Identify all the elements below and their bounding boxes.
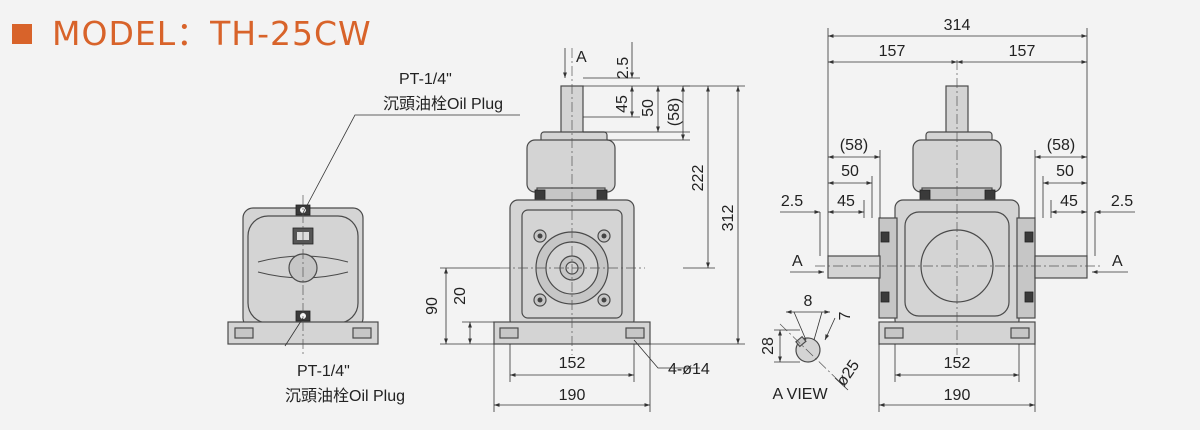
dim-right-left-2-5: 2.5 — [781, 193, 803, 210]
a-view-dim-8: 8 — [804, 293, 813, 310]
a-view-dim-25: ø25 — [833, 357, 863, 389]
front-bolt-l — [534, 189, 546, 201]
dim-holes: 4-ø14 — [668, 361, 710, 378]
left-foot-r — [352, 327, 372, 339]
right-left-shaft-dims — [780, 150, 881, 256]
front-motor-flange — [526, 139, 616, 193]
right-side-bolt-4 — [1024, 291, 1034, 303]
leader-top-plug — [302, 114, 520, 214]
a-view-label: A VIEW — [772, 386, 828, 403]
side-arrow-right-label: A — [1112, 253, 1123, 270]
right-side-bolt-3 — [1024, 231, 1034, 243]
right-width-dims — [878, 344, 1036, 412]
dim-height-222: 222 — [690, 165, 707, 192]
dim-right-right-2-5: 2.5 — [1111, 193, 1133, 210]
right-side-bolt-2 — [880, 291, 890, 303]
dim-right-right-50: 50 — [1056, 163, 1074, 180]
front-foot-l — [499, 327, 519, 339]
front-base-dims — [440, 267, 500, 345]
dim-front-152: 152 — [559, 355, 586, 372]
dim-right-left-50: 50 — [841, 163, 859, 180]
right-bolt-l — [919, 189, 931, 201]
dim-right-right-45: 45 — [1060, 193, 1078, 210]
right-right-shaft-dims — [1034, 150, 1135, 256]
dim-right-left-45: 45 — [837, 193, 855, 210]
dim-right-314: 314 — [944, 17, 971, 34]
dim-right-152: 152 — [944, 355, 971, 372]
front-view — [493, 48, 651, 355]
right-foot-l — [884, 327, 904, 339]
dim-right-190: 190 — [944, 387, 971, 404]
front-shaft-dims — [583, 42, 690, 141]
side-arrow-left-label: A — [792, 253, 803, 270]
front-bolt-r — [596, 189, 608, 201]
left-side-view — [227, 114, 520, 355]
title-separator: ： — [176, 14, 211, 53]
a-view-dim-28: 28 — [760, 337, 777, 355]
dim-shaft-58: (58) — [666, 98, 683, 126]
model-title: MODEL：TH-25CW — [52, 12, 372, 56]
front-cover-bolts — [533, 229, 611, 307]
leader-bottom-plug — [284, 317, 304, 347]
dim-front-190: 190 — [559, 387, 586, 404]
plug-bottom-line1: PT-1/4" — [297, 363, 350, 380]
front-height-dims — [650, 85, 745, 345]
right-motor-flange — [912, 139, 1002, 193]
front-foot-r — [625, 327, 645, 339]
plug-bottom-line2: 沉頭油栓Oil Plug — [285, 387, 405, 405]
a-view-detail — [774, 310, 849, 391]
right-bolt-r — [984, 189, 996, 201]
right-foot-r — [1010, 327, 1030, 339]
right-side-bolt-1 — [880, 231, 890, 243]
dim-right-157-left: 157 — [879, 43, 906, 60]
dim-base-90: 90 — [424, 297, 441, 315]
right-shaft-right — [1034, 255, 1088, 279]
plug-top-line1: PT-1/4" — [399, 71, 452, 88]
dim-right-157-right: 157 — [1009, 43, 1036, 60]
dim-top-offset: 2.5 — [615, 57, 632, 79]
a-view-dim-7: 7 — [837, 311, 854, 320]
dim-shaft-50: 50 — [640, 99, 657, 117]
dim-right-right-58: (58) — [1047, 137, 1075, 154]
front-width-dims — [493, 339, 700, 412]
front-arrow-label: A — [576, 49, 587, 66]
a-view-keyway — [795, 335, 807, 348]
title-prefix: MODEL — [52, 14, 177, 53]
title-model: TH-25CW — [210, 14, 372, 53]
title-bullet-square — [12, 24, 32, 44]
left-foot-l — [234, 327, 254, 339]
plug-top-line2: 沉頭油栓Oil Plug — [383, 95, 503, 113]
right-shaft-left — [827, 255, 881, 279]
dim-height-312: 312 — [720, 205, 737, 232]
dim-base-20: 20 — [452, 287, 469, 305]
right-view — [815, 60, 1100, 355]
right-top-dims — [827, 28, 1088, 256]
dim-right-left-58: (58) — [840, 137, 868, 154]
dim-shaft-45: 45 — [614, 95, 631, 113]
